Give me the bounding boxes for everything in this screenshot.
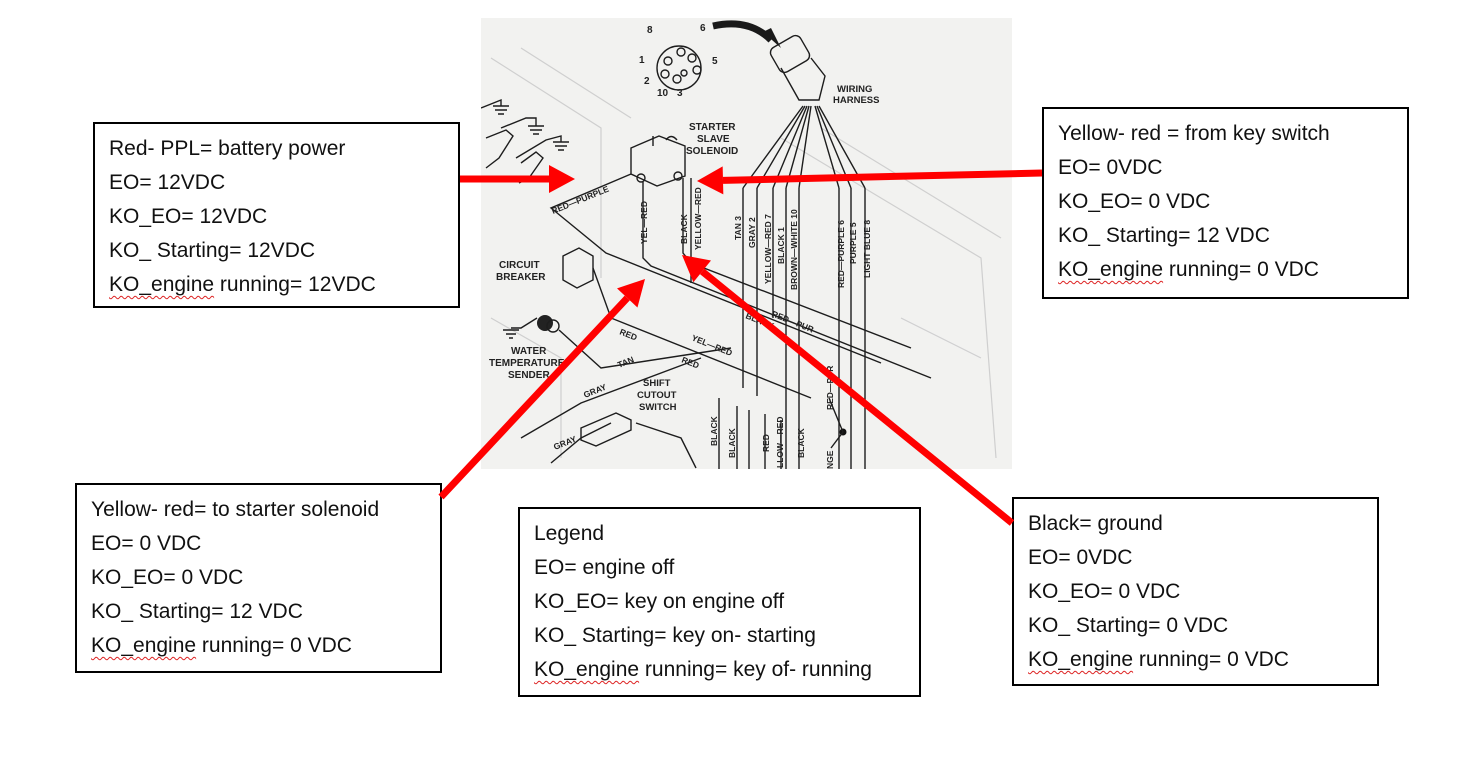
annotation-battery-power: Red- PPL= battery power EO= 12VDC KO_EO=… xyxy=(93,122,460,308)
arrow-to-black-ground-wire-head xyxy=(682,255,712,283)
svg-text:SOLENOID: SOLENOID xyxy=(686,146,738,157)
annotation-title: Red- PPL= battery power xyxy=(109,137,346,160)
svg-text:BROWN—WHITE 10: BROWN—WHITE 10 xyxy=(789,209,799,290)
svg-text:RED: RED xyxy=(761,434,771,452)
arrow-to-yellow-red-wire-shaft xyxy=(722,169,1043,184)
annotation-ko-eo: KO_EO= 12VDC xyxy=(109,205,268,228)
arrow-to-black-ground-wire-shaft xyxy=(699,268,1015,526)
arrow-to-yel-red-solenoid-wire-shaft xyxy=(438,295,630,500)
connector-arrow-icon xyxy=(712,20,774,43)
legend-title: Legend xyxy=(534,522,605,545)
legend-eo: EO= engine off xyxy=(534,556,675,579)
annotation-title: Black= ground xyxy=(1028,512,1163,535)
annotation-eo: EO= 0VDC xyxy=(1058,156,1163,179)
svg-text:BLACK: BLACK xyxy=(727,427,737,458)
svg-text:BLACK: BLACK xyxy=(796,427,806,458)
arrow-to-red-purple-wire-head xyxy=(549,165,575,193)
svg-text:HARNESS: HARNESS xyxy=(833,95,879,106)
svg-text:YELLOW—RED 7: YELLOW—RED 7 xyxy=(763,214,773,284)
annotation-eo: EO= 12VDC xyxy=(109,171,226,194)
pin-label: 5 xyxy=(712,56,718,67)
legend-ko-starting: KO_ Starting= key on- starting xyxy=(534,624,816,647)
svg-text:RED—PURPLE 6: RED—PURPLE 6 xyxy=(836,220,846,288)
arrow-to-yellow-red-wire-head xyxy=(697,166,724,195)
annotation-title: Yellow- red= to starter solenoid xyxy=(91,498,380,521)
svg-text:CIRCUIT: CIRCUIT xyxy=(499,260,540,271)
harness-connector-pins: 8 6 1 5 2 10 3 xyxy=(639,23,718,99)
pin-label: 6 xyxy=(700,23,706,34)
legend-ko-eo: KO_EO= key on engine off xyxy=(534,590,785,613)
pin-label: 2 xyxy=(644,76,650,87)
annotation-ko-eo: KO_EO= 0 VDC xyxy=(1058,190,1211,213)
svg-text:LLOW—RED: LLOW—RED xyxy=(775,417,785,468)
water-temperature-sender: WATER TEMPERATURE SENDER TAN xyxy=(489,315,732,381)
svg-text:WATER: WATER xyxy=(511,346,547,357)
svg-text:SHIFT: SHIFT xyxy=(643,378,671,389)
legend-ko-running: KO_engine running= key of- running xyxy=(534,658,872,681)
svg-text:SWITCH: SWITCH xyxy=(639,402,677,413)
svg-text:YELLOW—RED: YELLOW—RED xyxy=(693,187,703,250)
svg-text:BLACK: BLACK xyxy=(709,415,719,446)
wiring-harness-plug: WIRING HARNESS xyxy=(769,34,879,106)
annotation-ko-eo: KO_EO= 0 VDC xyxy=(91,566,244,589)
annotation-title: Yellow- red = from key switch xyxy=(1058,122,1330,145)
svg-text:YEL—RED: YEL—RED xyxy=(639,201,649,244)
annotation-ko-starting: KO_ Starting= 12VDC xyxy=(109,239,316,262)
arrow-to-yel-red-solenoid-wire-head xyxy=(617,279,645,308)
svg-text:WIRING: WIRING xyxy=(837,84,872,95)
svg-text:TAN 3: TAN 3 xyxy=(733,216,743,240)
annotation-ko-running: KO_engine running= 0 VDC xyxy=(91,634,352,657)
pin-label: 10 xyxy=(657,88,669,99)
annotation-starter-solenoid: Yellow- red= to starter solenoid EO= 0 V… xyxy=(75,483,442,673)
annotation-eo: EO= 0VDC xyxy=(1028,546,1133,569)
annotation-ko-running: KO_engine running= 0 VDC xyxy=(1028,648,1289,671)
svg-text:CUTOUT: CUTOUT xyxy=(637,390,677,401)
annotation-ko-starting: KO_ Starting= 12 VDC xyxy=(1058,224,1270,247)
wiring-diagram-image: 8 6 1 5 2 10 3 WIRING HARNESS STARTE xyxy=(481,18,1012,469)
annotation-ko-eo: KO_EO= 0 VDC xyxy=(1028,580,1181,603)
svg-text:SENDER: SENDER xyxy=(508,370,550,381)
annotation-key-switch: Yellow- red = from key switch EO= 0VDC K… xyxy=(1042,107,1409,299)
svg-text:LIGHT BLUE 8: LIGHT BLUE 8 xyxy=(862,220,872,278)
annotation-ko-running: KO_engine running= 12VDC xyxy=(109,273,376,296)
annotation-ko-running: KO_engine running= 0 VDC xyxy=(1058,258,1319,281)
annotation-eo: EO= 0 VDC xyxy=(91,532,202,555)
pin-label: 1 xyxy=(639,55,645,66)
svg-text:STARTER: STARTER xyxy=(689,122,736,133)
svg-text:BREAKER: BREAKER xyxy=(496,272,546,283)
annotation-ko-starting: KO_ Starting= 0 VDC xyxy=(1028,614,1229,637)
svg-text:GRAY 2: GRAY 2 xyxy=(747,217,757,248)
svg-text:PURPLE 5: PURPLE 5 xyxy=(848,222,858,264)
svg-text:NGE: NGE xyxy=(825,450,835,469)
svg-text:BLACK: BLACK xyxy=(679,213,689,244)
svg-text:SLAVE: SLAVE xyxy=(697,134,730,145)
svg-text:RED—PUR: RED—PUR xyxy=(825,366,835,410)
annotation-ground: Black= ground EO= 0VDC KO_EO= 0 VDC KO_ … xyxy=(1012,497,1379,686)
legend-box: Legend EO= engine off KO_EO= key on engi… xyxy=(518,507,921,697)
pin-label: 3 xyxy=(677,88,683,99)
svg-text:TEMPERATURE: TEMPERATURE xyxy=(489,358,565,369)
annotation-ko-starting: KO_ Starting= 12 VDC xyxy=(91,600,303,623)
svg-text:BLACK 1: BLACK 1 xyxy=(776,227,786,264)
pin-label: 8 xyxy=(647,25,653,36)
